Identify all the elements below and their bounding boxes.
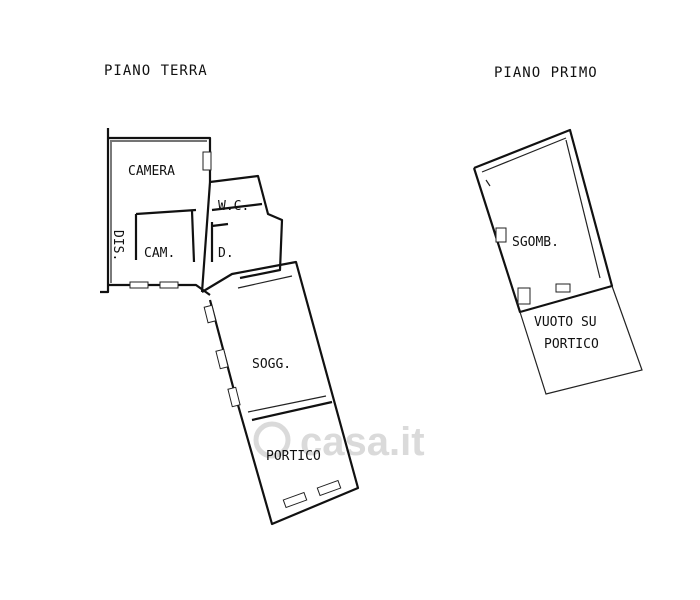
first-floor-title: PIANO PRIMO	[494, 65, 598, 81]
first-floor-window-1	[495, 227, 507, 243]
first-floor-outer-walls	[472, 128, 614, 314]
window-portico-1	[282, 491, 308, 509]
first-floor-inner-lines	[481, 137, 601, 279]
first-floor-window-3	[555, 283, 571, 293]
window-sogg-1	[203, 304, 217, 324]
window-sogg-2	[215, 348, 229, 370]
ground-wc-inner-walls	[210, 202, 263, 262]
ground-floor-plan: CAMERA W.C. CAM. D. SOGG. PORTICO DIS.	[100, 128, 360, 526]
room-label-camera: CAMERA	[128, 164, 175, 179]
room-label-dis-vertical: DIS.	[110, 230, 125, 261]
room-label-d: D.	[218, 246, 234, 261]
ground-sogg-portico-divider	[251, 400, 333, 422]
first-floor-plan: SGOMB. VUOTO SU PORTICO	[472, 128, 643, 395]
room-label-vuoto-line2: PORTICO	[544, 337, 599, 352]
room-label-cam: CAM.	[144, 246, 175, 261]
room-label-sgomb: SGOMB.	[512, 235, 559, 250]
ground-long-block-inner-lines	[237, 275, 327, 413]
room-label-dis: DIS.	[110, 230, 125, 261]
watermark-text: casa.it	[300, 420, 425, 464]
window-camera	[202, 151, 212, 171]
room-label-sogg: SOGG.	[252, 357, 291, 372]
ground-left-block-walls	[100, 128, 212, 296]
watermark-logo-icon	[253, 421, 291, 459]
window-portico-2	[316, 479, 342, 497]
window-sogg-3	[227, 386, 241, 408]
ground-floor-title: PIANO TERRA	[104, 63, 208, 79]
ground-left-block-inner-line	[110, 140, 207, 283]
ground-left-block-inner-walls	[134, 208, 197, 263]
first-floor-window-2	[517, 287, 531, 305]
room-label-wc: W.C.	[218, 199, 249, 214]
first-floor-void-outline	[519, 285, 643, 395]
room-label-portico: PORTICO	[266, 449, 321, 464]
room-label-vuoto-line1: VUOTO SU	[534, 315, 597, 330]
ground-wc-block-walls	[200, 174, 284, 293]
window-dis	[159, 281, 179, 289]
window-cam	[129, 281, 149, 289]
watermark: casa.it	[253, 420, 425, 464]
